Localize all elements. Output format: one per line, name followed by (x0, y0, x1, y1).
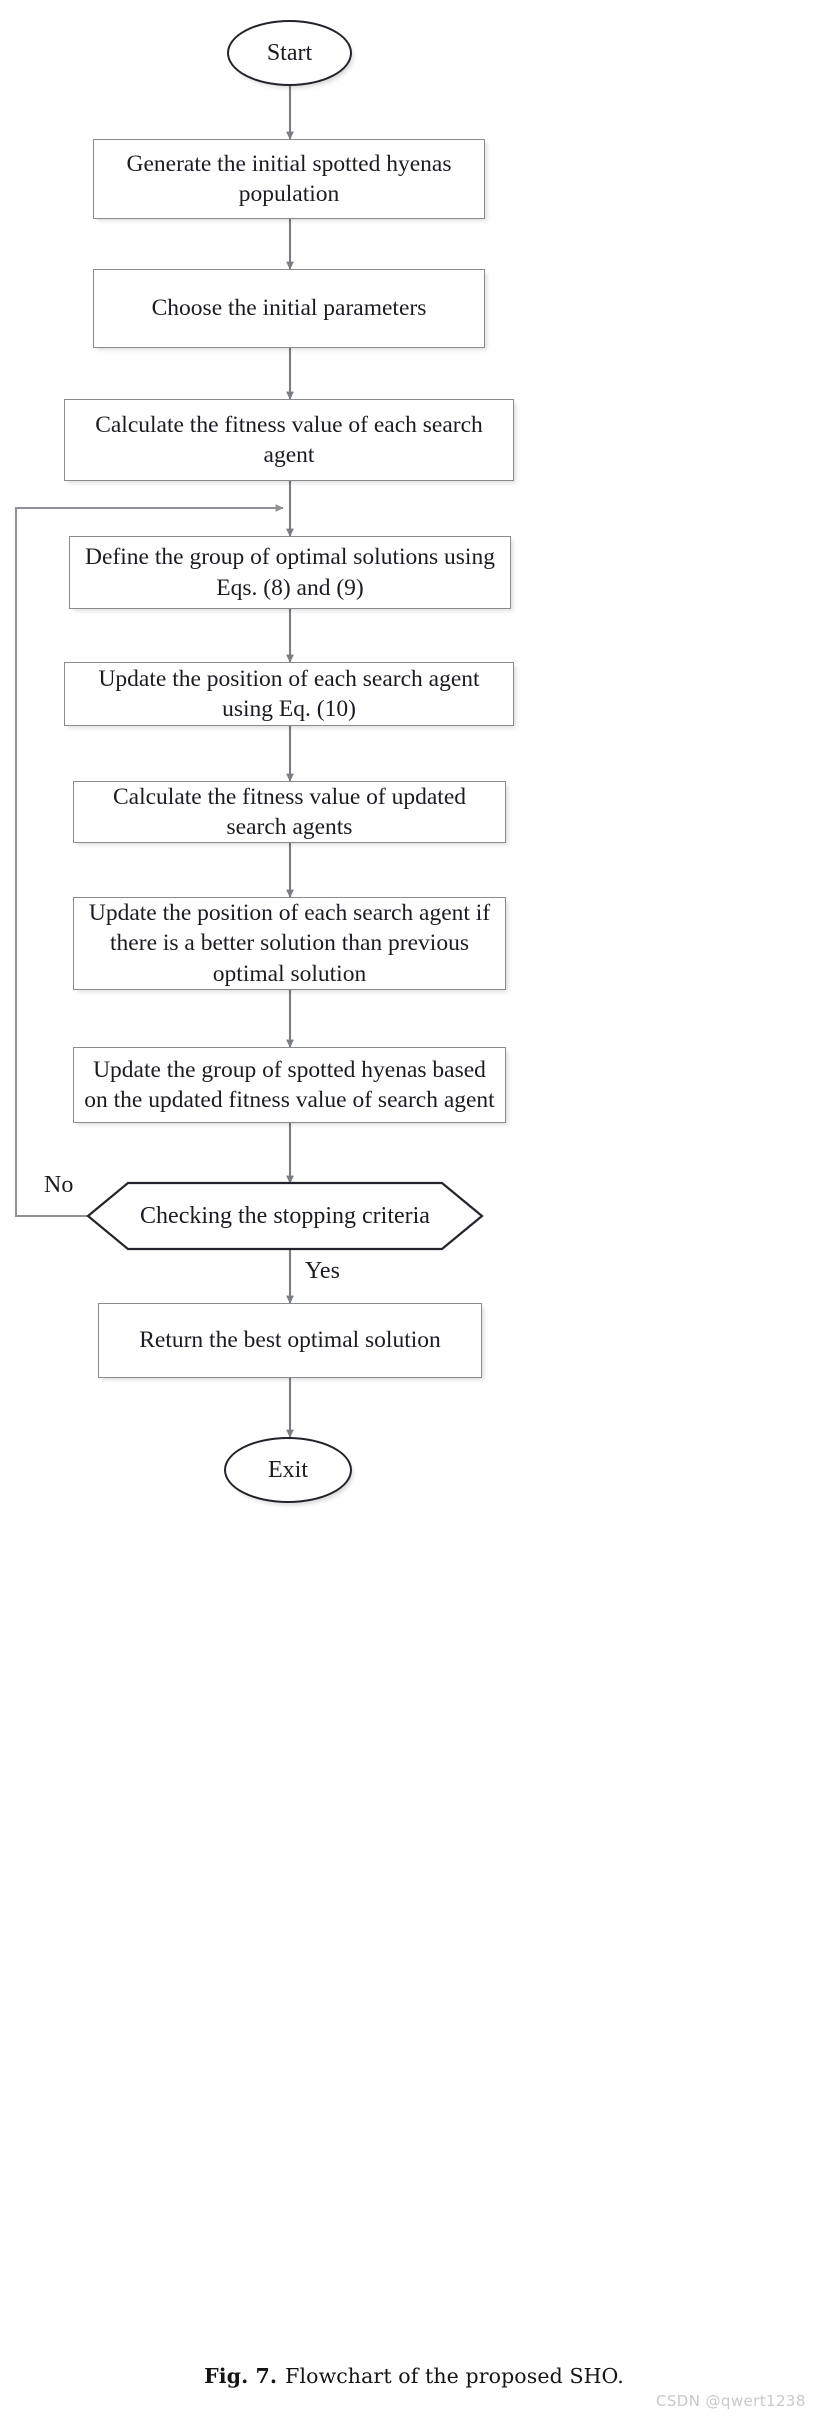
node-start-label: Start (266, 39, 313, 66)
node-return-best-solution-label: Return the best optimal solution (139, 1327, 441, 1354)
csdn-watermark: CSDN @qwert1238 (656, 2392, 806, 2410)
node-calculate-fitness-updated-label: Calculate the fitness value of updated s… (112, 783, 467, 840)
csdn-watermark-text: CSDN @qwert1238 (656, 2392, 806, 2410)
figure-caption-text: Flowchart of the proposed SHO. (285, 2364, 624, 2388)
node-start[interactable]: Start (227, 20, 352, 86)
node-checking-stopping-criteria[interactable]: Checking the stopping criteria (128, 1183, 442, 1249)
decision-hexagon (86, 1181, 484, 1251)
node-exit[interactable]: Exit (224, 1437, 352, 1503)
edge-label-no: No (44, 1172, 73, 1199)
node-return-best-solution[interactable]: Return the best optimal solution (98, 1303, 482, 1378)
node-update-position-better-label: Update the position of each search agent… (88, 900, 491, 987)
edge-label-yes-text: Yes (305, 1258, 340, 1284)
connector-no-feedback-loop (14, 504, 284, 1218)
figure-caption: Fig. 7. Flowchart of the proposed SHO. (0, 2364, 828, 2388)
node-calculate-fitness-label: Calculate the fitness value of each sear… (95, 411, 483, 468)
node-update-group-hyenas-label: Update the group of spotted hyenas based… (84, 1056, 495, 1113)
edge-label-no-text: No (44, 1172, 74, 1198)
node-update-group-hyenas[interactable]: Update the group of spotted hyenas based… (73, 1047, 506, 1123)
node-update-position[interactable]: Update the position of each search agent… (64, 662, 514, 726)
node-choose-initial-parameters-label: Choose the initial parameters (151, 295, 427, 322)
node-generate-initial-population[interactable]: Generate the initial spotted hyenas popu… (93, 139, 485, 219)
node-exit-label: Exit (268, 1456, 308, 1483)
node-choose-initial-parameters[interactable]: Choose the initial parameters (93, 269, 485, 348)
node-define-group-optimal[interactable]: Define the group of optimal solutions us… (69, 536, 511, 609)
node-define-group-optimal-label: Define the group of optimal solutions us… (85, 544, 495, 601)
node-calculate-fitness-updated[interactable]: Calculate the fitness value of updated s… (73, 781, 506, 843)
edge-label-yes: Yes (305, 1258, 340, 1285)
node-checking-stopping-criteria-label: Checking the stopping criteria (140, 1202, 430, 1229)
figure-caption-label: Fig. 7. (204, 2364, 278, 2388)
node-update-position-label: Update the position of each search agent… (98, 665, 480, 722)
node-update-position-better[interactable]: Update the position of each search agent… (73, 897, 506, 990)
node-calculate-fitness[interactable]: Calculate the fitness value of each sear… (64, 399, 514, 481)
node-generate-initial-population-label: Generate the initial spotted hyenas popu… (126, 150, 452, 207)
